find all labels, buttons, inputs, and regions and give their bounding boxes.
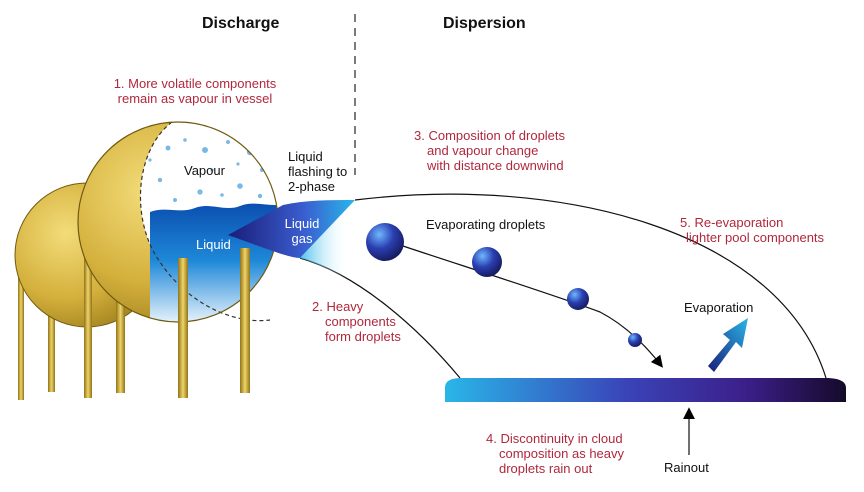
note-2-line-2: components [325, 314, 396, 329]
note-2-line-1: 2. Heavy [312, 299, 364, 314]
label-flashing-line-2: flashing to [288, 164, 348, 179]
note-2-line-3: form droplets [325, 329, 401, 344]
label-flashing: Liquid flashing to 2-phase [288, 149, 347, 194]
label-liquid-gas-line-2: gas [291, 231, 313, 246]
cloud-upper-edge [354, 193, 827, 379]
note-5-line-2: lighter pool components [686, 230, 825, 245]
note-3-line-1: 3. Composition of droplets [414, 128, 566, 143]
droplet-2 [472, 247, 502, 277]
note-5: 5. Re-evaporation lighter pool component… [680, 215, 824, 245]
label-liquid-gas: Liquid gas [280, 216, 324, 246]
note-3-line-3: with distance downwind [427, 158, 564, 173]
note-4-line-1: 4. Discontinuity in cloud [486, 431, 623, 446]
front-support-poles [178, 248, 250, 398]
cloud-fill [300, 199, 440, 380]
heading-dispersion: Dispersion [443, 15, 526, 32]
droplet-4 [628, 333, 642, 347]
label-flashing-line-1: Liquid [288, 149, 323, 164]
label-evaporation: Evaporation [684, 300, 754, 315]
label-evaporating-droplets: Evaporating droplets [426, 217, 546, 232]
note-1: 1. More volatile components remain as va… [100, 76, 290, 106]
droplet-3 [567, 288, 589, 310]
note-4: 4. Discontinuity in cloud composition as… [486, 431, 624, 476]
heading-discharge: Discharge [202, 15, 280, 32]
label-liquid: Liquid [196, 237, 231, 252]
note-4-line-2: composition as heavy [499, 446, 625, 461]
droplet-1 [366, 223, 404, 261]
middle-support-poles [84, 248, 125, 398]
back-support-poles [18, 262, 55, 400]
note-4-line-3: droplets rain out [499, 461, 593, 476]
evaporation-arrow [708, 318, 748, 372]
rainout-pool [445, 378, 846, 402]
label-rainout: Rainout [664, 460, 709, 475]
note-1-line-1: 1. More volatile components [113, 76, 277, 91]
note-3-line-2: and vapour change [427, 143, 539, 158]
label-liquid-gas-line-1: Liquid [284, 216, 320, 231]
note-5-line-1: 5. Re-evaporation [680, 215, 784, 230]
note-3: 3. Composition of droplets and vapour ch… [414, 128, 604, 173]
label-flashing-line-3: 2-phase [288, 179, 335, 194]
note-1-line-2: remain as vapour in vessel [117, 91, 273, 106]
note-2: 2. Heavy components form droplets [312, 299, 401, 344]
label-vapour: Vapour [184, 163, 225, 178]
discharge-jet [228, 200, 355, 258]
droplets [366, 223, 642, 347]
